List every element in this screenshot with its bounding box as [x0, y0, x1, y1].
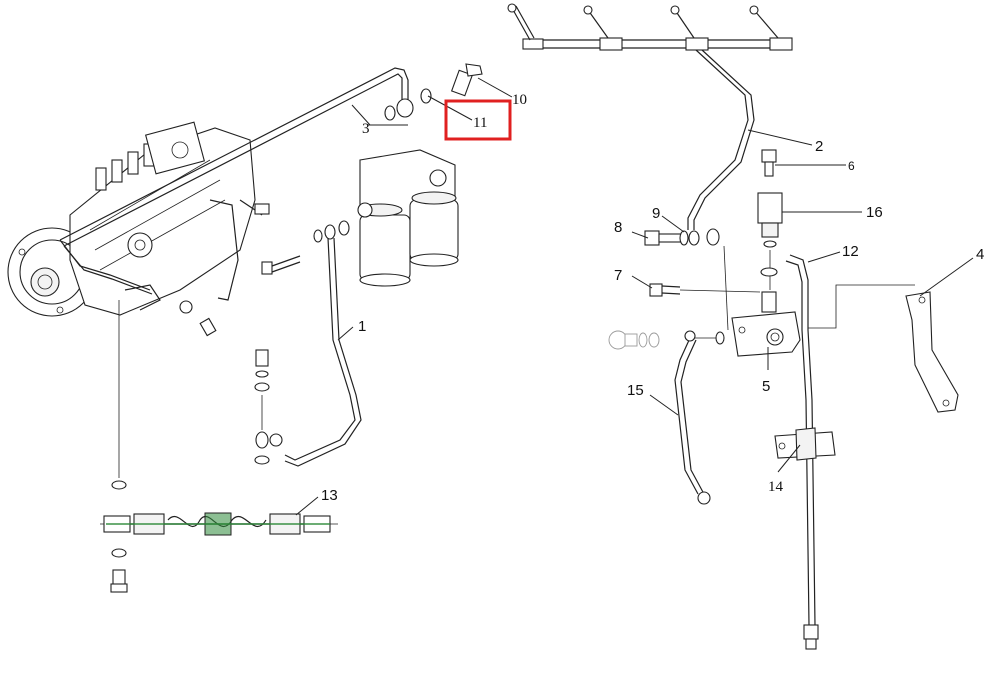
callout-1: 1 [358, 318, 366, 335]
callout-8: 8 [614, 219, 622, 236]
callout-labels: 1 2 3 4 5 6 7 8 9 10 11 12 13 14 15 16 [321, 92, 984, 504]
callout-12: 12 [842, 243, 859, 260]
injection-pump [7, 121, 270, 337]
callout-14: 14 [768, 479, 784, 495]
washers-near-10 [384, 88, 432, 121]
callout-6: 6 [848, 159, 855, 173]
leader-lines [295, 77, 974, 516]
washers-9 [679, 228, 720, 246]
callout-5: 5 [762, 378, 770, 395]
callout-7: 7 [614, 267, 622, 284]
clamp-14 [774, 427, 836, 461]
filter-inlet-washers [313, 220, 350, 243]
bolt-6 [761, 149, 777, 177]
banjo-fitting-10 [450, 63, 483, 97]
pipe-3 [59, 67, 409, 295]
fuel-filter-assembly [357, 149, 459, 287]
sensor-16 [757, 192, 783, 248]
bracket-4 [808, 284, 959, 413]
junction-block-5 [731, 291, 801, 357]
callout-11: 11 [473, 115, 487, 131]
hollow-bolt-left [261, 255, 301, 275]
callout-15: 15 [627, 382, 644, 399]
banjo-bolt-stack [254, 349, 270, 465]
pipe-1 [255, 237, 362, 467]
callout-16: 16 [866, 204, 883, 221]
ghost-fittings [608, 330, 725, 350]
hose-fittings [110, 300, 128, 593]
pipe-2 [687, 49, 755, 230]
return-rail [507, 3, 793, 51]
pipe-15 [674, 330, 716, 505]
callout-2: 2 [815, 138, 823, 155]
callout-10: 10 [512, 92, 527, 108]
bolt-7 [649, 283, 761, 297]
highlight-box-11 [444, 99, 512, 141]
bolt-8 [644, 230, 682, 246]
callout-13: 13 [321, 487, 338, 504]
hose-13 [100, 512, 338, 536]
callout-9: 9 [652, 205, 660, 222]
callout-4: 4 [976, 246, 984, 263]
callout-3: 3 [362, 121, 370, 137]
